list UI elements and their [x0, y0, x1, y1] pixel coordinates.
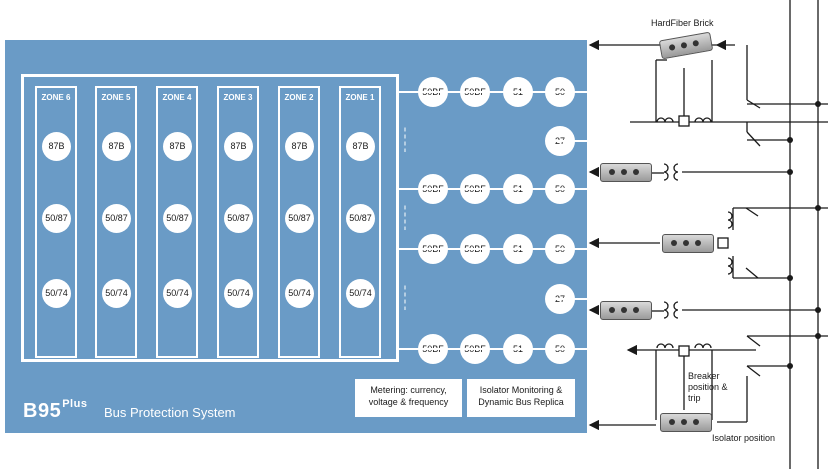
zone-function: 87B: [102, 132, 131, 161]
zone-title: ZONE 3: [223, 93, 253, 102]
brand-name: B95: [23, 400, 62, 422]
zone-function: 87B: [346, 132, 375, 161]
zone-function: 87B: [163, 132, 192, 161]
zone-title: ZONE 1: [345, 93, 375, 102]
zones-frame: [21, 74, 399, 362]
hardfiber-brick: [660, 413, 712, 432]
zone-function: 87B: [285, 132, 314, 161]
continuation-dots: [404, 284, 406, 310]
zone-function: 50/87: [346, 204, 375, 233]
bus-connection-dots: [787, 101, 821, 369]
zone-column: ZONE 3: [217, 86, 259, 358]
zone-title: ZONE 5: [101, 93, 131, 102]
zone-function: 87B: [224, 132, 253, 161]
zone-function: 50/74: [346, 279, 375, 308]
panel-internal-lines: [399, 91, 587, 350]
zone-title: ZONE 4: [162, 93, 192, 102]
zone-title: ZONE 2: [284, 93, 314, 102]
zone-function: 50/87: [163, 204, 192, 233]
zone-function: 50/87: [102, 204, 131, 233]
zone-function: 87B: [42, 132, 71, 161]
continuation-dots: [404, 204, 406, 230]
zone-column: ZONE 2: [278, 86, 320, 358]
zone-column: ZONE 6: [35, 86, 77, 358]
hardfiber-brick: [662, 234, 714, 253]
hardfiber-label: HardFiber Brick: [651, 18, 714, 28]
zone-column: ZONE 4: [156, 86, 198, 358]
zone-title: ZONE 6: [41, 93, 71, 102]
hardfiber-brick: [600, 163, 652, 182]
zone-function: 50/87: [285, 204, 314, 233]
zone-function: 50/74: [285, 279, 314, 308]
product-brand: B95Plus: [23, 398, 87, 423]
zone-function: 50/74: [102, 279, 131, 308]
zone-column: ZONE 5: [95, 86, 137, 358]
brand-superscript: Plus: [62, 398, 88, 410]
zone-function: 50/74: [42, 279, 71, 308]
breaker-label: Breaker position & trip: [688, 371, 728, 403]
zone-function: 50/87: [224, 204, 253, 233]
isolator-monitoring-box: Isolator Monitoring & Dynamic Bus Replic…: [467, 379, 575, 417]
zone-function: 50/74: [163, 279, 192, 308]
zone-function: 50/74: [224, 279, 253, 308]
product-subtitle: Bus Protection System: [104, 405, 236, 420]
continuation-dots: [404, 126, 406, 152]
b95plus-panel: [5, 40, 587, 433]
hardfiber-brick: [600, 301, 652, 320]
zone-function: 50/87: [42, 204, 71, 233]
metering-box: Metering: currency, voltage & frequency: [355, 379, 462, 417]
zone-column: ZONE 1: [339, 86, 381, 358]
isolator-label: Isolator position: [712, 433, 776, 443]
